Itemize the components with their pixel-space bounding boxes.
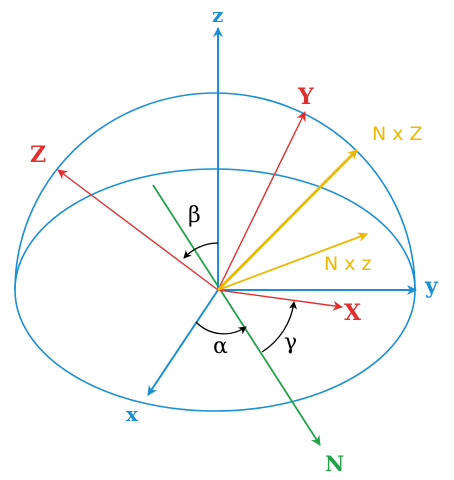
axis-x: [147, 289, 219, 396]
axis-Z: [57, 169, 219, 291]
label-Y: Y: [297, 84, 314, 110]
label-Z: Z: [30, 142, 46, 168]
axis-X: [217, 289, 343, 311]
angle-gamma-arc: [261, 301, 298, 353]
line-of-nodes: [152, 184, 321, 446]
label-X: X: [344, 300, 362, 326]
label-z: z: [212, 3, 223, 27]
label-N: N: [325, 451, 344, 476]
label-beta: β: [188, 203, 201, 228]
angle-beta-arc: [183, 242, 219, 259]
label-alpha: α: [213, 334, 228, 359]
hemisphere-dome: [14, 92, 416, 291]
label-y: y: [424, 273, 439, 299]
label-N-cross-z: N x z: [324, 253, 372, 275]
label-x: x: [126, 402, 139, 426]
label-gamma: γ: [284, 330, 297, 355]
vector-N-cross-Z: [217, 149, 358, 291]
label-N-cross-Z: N x Z: [372, 123, 423, 145]
axis-Y: [217, 111, 306, 291]
vector-N-cross-z: [217, 232, 368, 291]
angle-alpha-arc: [195, 321, 247, 335]
